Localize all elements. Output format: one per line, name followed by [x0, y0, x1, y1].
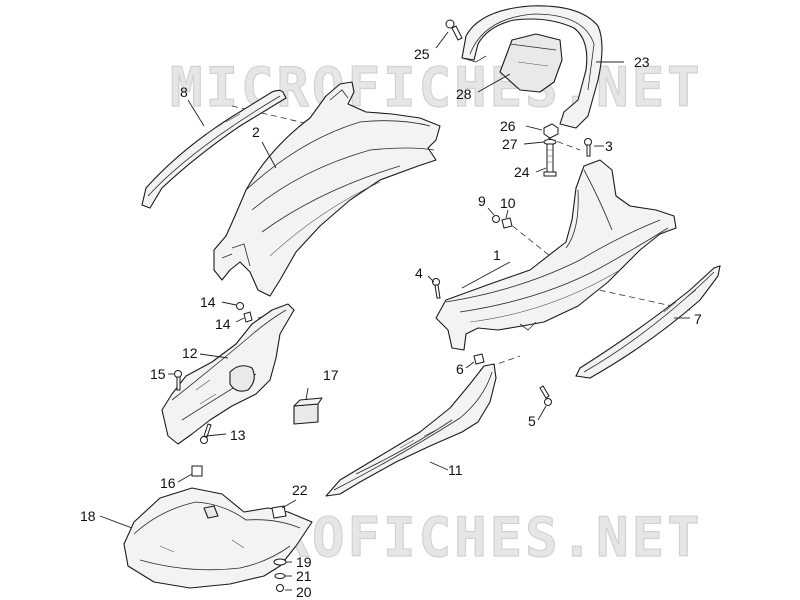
callout-1: 1	[493, 247, 501, 263]
callout-14b: 15	[150, 366, 166, 382]
part-14b-screw-icon	[174, 370, 182, 391]
callout-27: 27	[502, 136, 518, 152]
callout-16: 16	[160, 475, 176, 491]
callout-22: 22	[292, 482, 308, 498]
callout-3: 3	[605, 138, 613, 154]
part-4-screw-icon	[432, 278, 441, 299]
callout-8: 8	[180, 84, 188, 100]
callout-28: 28	[456, 86, 472, 102]
part-22-clip-icon	[271, 505, 287, 519]
callout-26: 26	[500, 118, 516, 134]
part-21-washer-icon	[274, 573, 286, 579]
part-20-screw-icon	[276, 584, 284, 592]
part-25-screw-icon	[445, 19, 463, 41]
callout-18: 18	[80, 508, 96, 524]
callout-25: 25	[414, 46, 430, 62]
part-12-inner-panel	[161, 303, 295, 445]
hardware	[174, 19, 592, 592]
part-23-grab-handle	[461, 5, 603, 129]
part-28-handle-cover	[499, 33, 563, 93]
part-9-screw-icon	[492, 215, 500, 223]
callout-13: 13	[230, 427, 246, 443]
leader-lines	[99, 31, 690, 591]
callout-23: 23	[634, 54, 650, 70]
callout-6: 6	[456, 361, 464, 377]
part-24-bolt-icon	[543, 143, 557, 177]
callout-21: 21	[296, 568, 312, 584]
callout-19: 19	[296, 554, 312, 570]
callout-9: 9	[478, 193, 486, 209]
part-7-right-trim-strip	[575, 265, 721, 379]
callout-24: 24	[514, 164, 530, 180]
part-14a-screw-icon	[236, 302, 244, 310]
part-5-screw-icon	[539, 385, 552, 406]
callout-2: 2	[252, 124, 260, 140]
part-26-nut-icon	[543, 123, 559, 139]
part-15-clip-icon	[243, 311, 253, 323]
callout-15: 14	[215, 316, 231, 332]
callout-20: 20	[296, 584, 312, 600]
part-19-grommet-icon	[273, 558, 287, 566]
callout-5: 5	[528, 413, 536, 429]
callout-7: 7	[694, 311, 702, 327]
callout-11: 11	[448, 462, 463, 478]
part-13-screw-icon	[200, 423, 212, 444]
callout-17: 17	[323, 367, 339, 383]
part-6-clip-icon	[473, 353, 485, 365]
part-18-floor-pan	[123, 487, 313, 589]
part-8-trim-strip	[141, 89, 287, 209]
callout-4: 4	[415, 265, 423, 281]
part-3-screw-icon	[584, 138, 592, 157]
part-11-side-skirt	[325, 363, 497, 497]
part-16-clip-icon	[191, 465, 203, 477]
part-17-block	[293, 397, 323, 425]
callout-10: 10	[500, 195, 516, 211]
part-2-left-side-panel	[213, 81, 441, 297]
callout-labels: 1 2 3 4 5 6 7 8 9 10 11 12 13 14 14 15 1…	[80, 46, 702, 600]
part-1-rear-body	[435, 159, 677, 351]
part-10-clip-icon	[501, 217, 513, 229]
callout-14a: 14	[200, 294, 216, 310]
callout-12: 12	[182, 345, 198, 361]
